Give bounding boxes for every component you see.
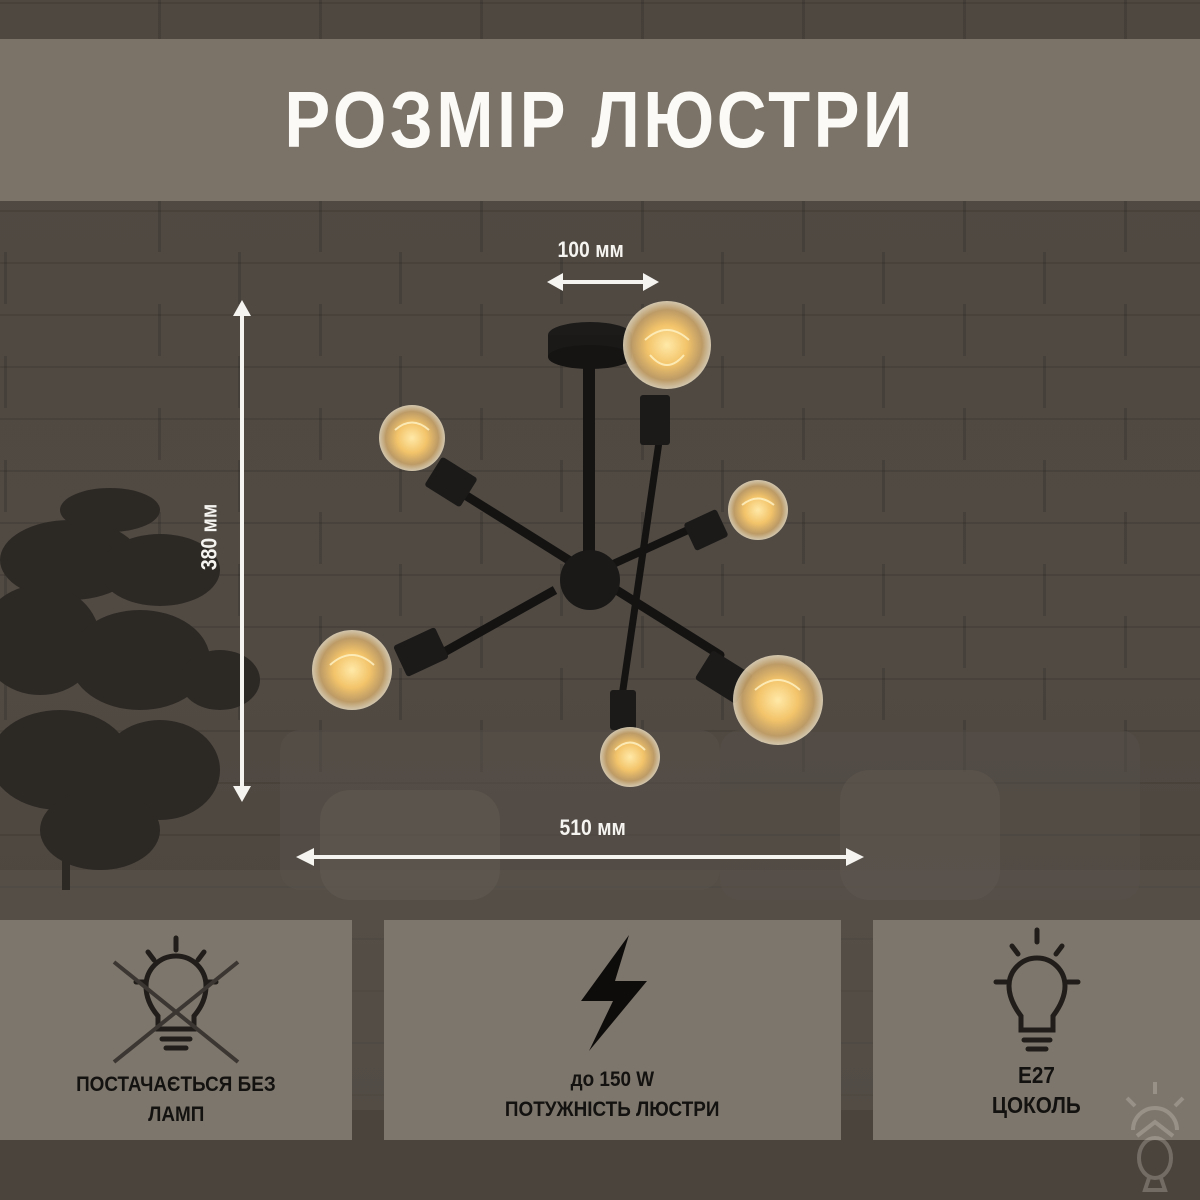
feature-line2: ЛАМП xyxy=(147,1103,205,1126)
feature-line1: ПОСТАЧАЄТЬСЯ БЕЗ xyxy=(76,1073,276,1096)
feature-line1: до 150 W xyxy=(570,1068,655,1091)
feature-card-no-bulbs: ПОСТАЧАЄТЬСЯ БЕЗ ЛАМП xyxy=(0,920,352,1140)
total-width-arrow-icon xyxy=(296,848,864,866)
top-width-arrow-icon xyxy=(547,273,659,291)
feature-line2: ПОТУЖНІСТЬ ЛЮСТРИ xyxy=(505,1098,720,1121)
lightbulb-icon xyxy=(993,927,1080,1052)
feature-card-socket: E27 ЦОКОЛЬ xyxy=(873,920,1200,1140)
no-bulb-icon xyxy=(112,935,240,1064)
top-width-label: 100 мм xyxy=(557,237,624,262)
plant-silhouette xyxy=(0,488,260,890)
height-arrow-icon xyxy=(233,300,251,802)
feature-line2: ЦОКОЛЬ xyxy=(992,1092,1081,1118)
page-title: РОЗМІР ЛЮСТРИ xyxy=(284,75,916,164)
feature-card-power: до 150 W ПОТУЖНІСТЬ ЛЮСТРИ xyxy=(384,920,841,1140)
total-width-label: 510 мм xyxy=(559,815,626,840)
watermark-logo-icon xyxy=(1125,1082,1185,1192)
chandelier-image xyxy=(312,301,823,787)
header-band: РОЗМІР ЛЮСТРИ xyxy=(0,39,1200,201)
feature-line1: E27 xyxy=(1018,1062,1055,1088)
lightning-icon xyxy=(580,935,647,1051)
height-label: 380 мм xyxy=(196,503,222,571)
